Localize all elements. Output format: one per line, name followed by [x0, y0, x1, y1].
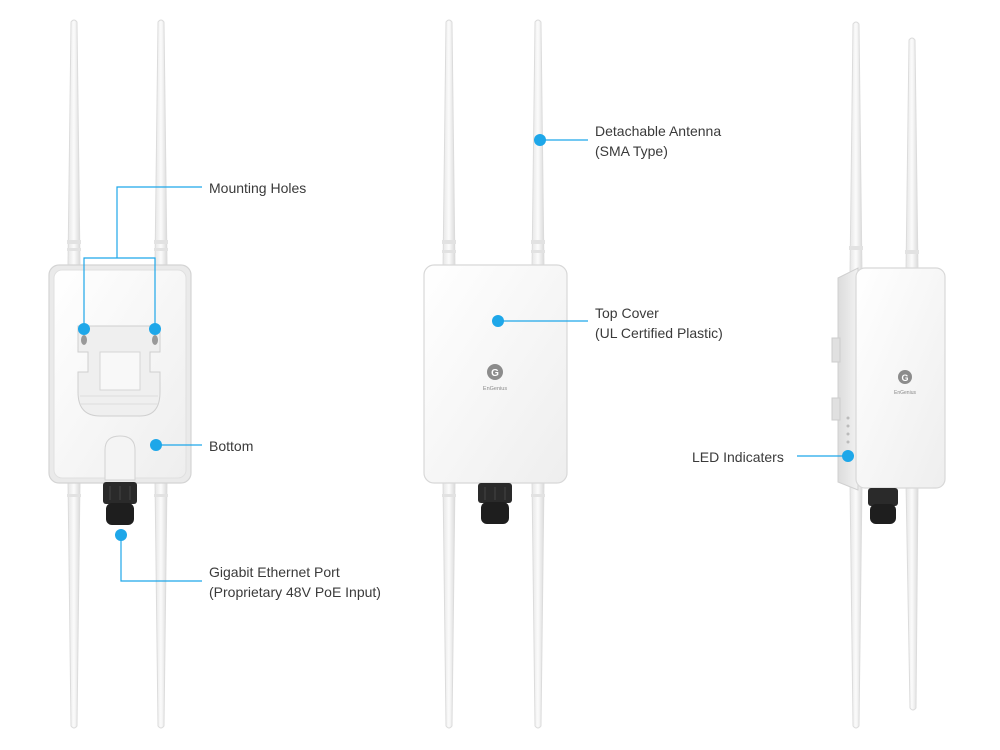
device-back-view [48, 19, 192, 729]
antenna-icon [154, 19, 168, 266]
callout-bottom: Bottom [209, 436, 253, 456]
mounting-bracket [77, 325, 161, 417]
svg-text:EnGenius: EnGenius [894, 390, 916, 396]
callout-label: Bottom [209, 438, 254, 454]
leader-mounting-holes-branch [83, 257, 156, 328]
callout-mounting-holes: Mounting Holes [209, 178, 306, 198]
callout-dot-mounting-right [149, 323, 161, 335]
antenna-icon [67, 479, 81, 729]
callout-line1: Top Cover [595, 305, 659, 321]
callout-line1: Gigabit Ethernet Port [209, 564, 340, 580]
callout-lines [83, 139, 848, 582]
callout-dot-bottom [150, 439, 162, 451]
cable-gland-icon [868, 488, 898, 524]
callout-dot-led [842, 450, 854, 462]
callout-line2: (SMA Type) [595, 143, 668, 159]
svg-text:G: G [901, 373, 908, 383]
antenna-icon [849, 481, 863, 729]
callout-dot-mounting-left [78, 323, 90, 335]
svg-text:EnGenius: EnGenius [483, 386, 507, 392]
cable-gland-icon [478, 483, 512, 524]
callout-dot-top-cover [492, 315, 504, 327]
callout-ethernet-port: Gigabit Ethernet Port (Proprietary 48V P… [209, 562, 381, 602]
callout-line1: Detachable Antenna [595, 123, 722, 139]
callout-label: LED Indicaters [692, 449, 784, 465]
callout-top-cover: Top Cover (UL Certified Plastic) [595, 303, 723, 343]
callout-dot-ethernet [115, 529, 127, 541]
callout-led-indicators: LED Indicaters [692, 447, 784, 467]
callout-antenna: Detachable Antenna (SMA Type) [595, 121, 721, 161]
leader-ethernet [120, 535, 202, 582]
leader-mounting-holes [116, 186, 202, 258]
antenna-icon [442, 19, 456, 271]
antenna-icon [67, 19, 81, 266]
antenna-icon [442, 479, 456, 729]
callout-line2: (UL Certified Plastic) [595, 325, 723, 341]
callout-dot-antenna [534, 134, 546, 146]
callout-label: Mounting Holes [209, 180, 307, 196]
antenna-icon [154, 479, 168, 729]
antenna-icon [905, 37, 919, 273]
callout-line2: (Proprietary 48V PoE Input) [209, 584, 381, 600]
cable-gland-icon [103, 482, 137, 525]
antenna-icon [905, 481, 919, 711]
device-side-view [831, 21, 946, 729]
svg-text:G: G [491, 368, 499, 379]
brand-logo-side: G EnGenius [894, 370, 916, 396]
brand-logo-front: G EnGenius [483, 364, 507, 392]
antenna-icon [531, 479, 545, 729]
antenna-icon [849, 21, 863, 276]
